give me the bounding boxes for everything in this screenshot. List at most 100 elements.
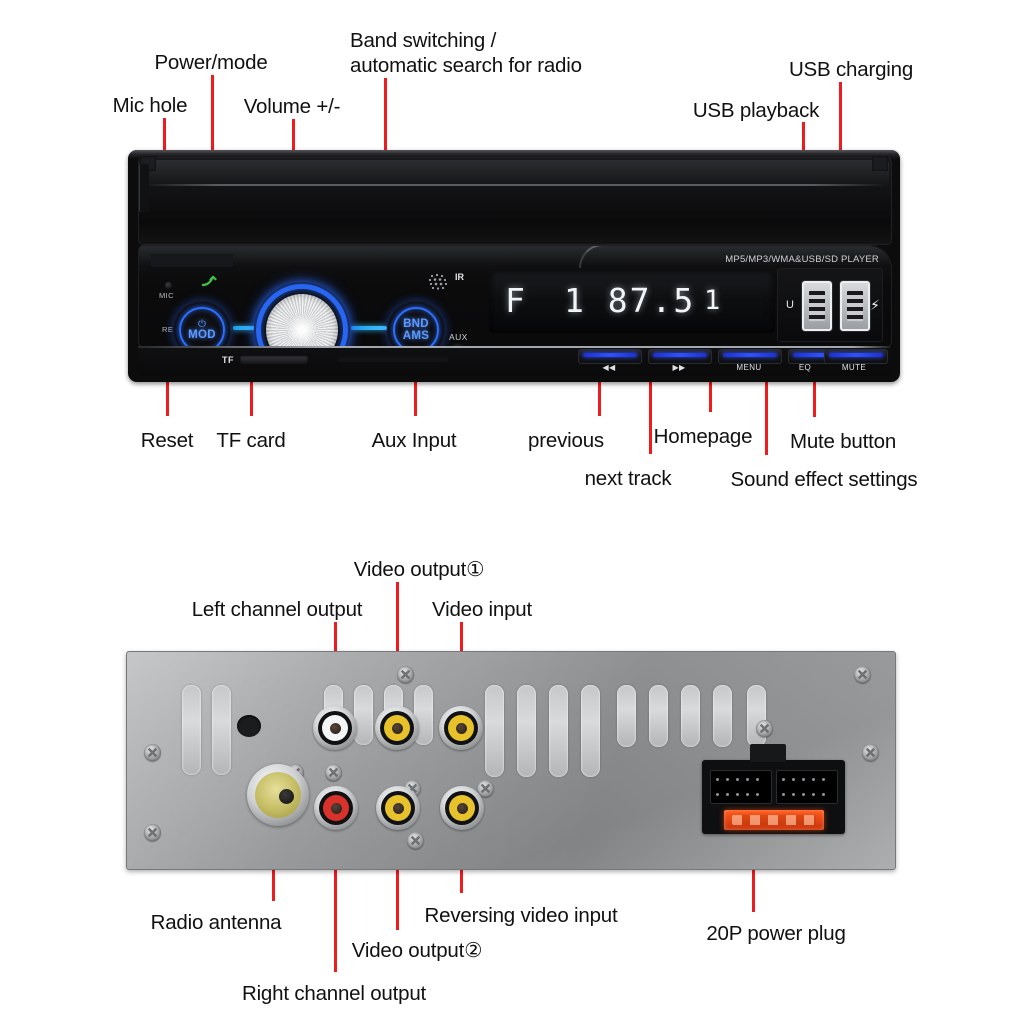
- band-ams-button[interactable]: BND AMS: [387, 301, 445, 346]
- callout-next-track: next track: [584, 467, 672, 490]
- tf-label: TF: [222, 355, 234, 365]
- leader-tf-card: [250, 360, 253, 416]
- btn-glow: [653, 353, 707, 357]
- leader-video-output-2: [396, 820, 399, 930]
- mute-button[interactable]: [824, 349, 888, 364]
- video-output-1-jack[interactable]: [375, 706, 419, 750]
- video-input-jack[interactable]: [439, 706, 483, 750]
- volume-knob[interactable]: [254, 282, 350, 346]
- vent-slot: [747, 685, 766, 747]
- screw: [854, 666, 871, 683]
- leader-next-track: [649, 362, 652, 454]
- vent-slot: [713, 685, 732, 747]
- callout-left-channel-output: Left channel output: [191, 598, 363, 621]
- slab-highlight-line: [145, 184, 885, 186]
- callout-usb-playback: USB playback: [692, 99, 820, 122]
- callout-sound-effect: Sound effect settings: [730, 468, 918, 491]
- screw: [407, 832, 424, 849]
- display-band: F: [505, 281, 527, 320]
- mic-label: MIC: [159, 291, 174, 300]
- aux-label: AUX: [449, 332, 468, 342]
- screw: [862, 744, 879, 761]
- video-output-2-jack[interactable]: [376, 786, 420, 830]
- volume-knob-metal: [266, 294, 338, 346]
- callout-radio-antenna: Radio antenna: [150, 911, 282, 934]
- jack-pin: [330, 802, 342, 814]
- leader-sound-effect: [765, 362, 768, 455]
- screw: [144, 824, 161, 841]
- tf-card-slot[interactable]: [240, 355, 308, 364]
- plug-fuse: [724, 810, 824, 830]
- eq-label: EQ: [798, 363, 812, 372]
- callout-video-output-1: Video output①: [353, 558, 485, 581]
- antenna-inner: [255, 772, 301, 818]
- previous-track-label: ◀◀: [602, 363, 616, 372]
- next-track-label: ▶▶: [672, 363, 686, 372]
- vent-slot: [354, 685, 373, 745]
- screw: [144, 744, 161, 761]
- player-brand-text: MP5/MP3/WMA&USB/SD PLAYER: [725, 254, 879, 265]
- usb-charging-icon: ⚡: [870, 297, 880, 313]
- screw: [477, 780, 494, 797]
- power-plug-20p[interactable]: [702, 744, 845, 834]
- plug-block-left: [710, 770, 772, 804]
- callout-homepage: Homepage: [653, 425, 753, 448]
- vent-slot: [517, 685, 536, 777]
- bnd-label: BND: [403, 318, 429, 330]
- radio-antenna-jack[interactable]: [247, 764, 309, 826]
- power-mode-button[interactable]: ⏻ MOD: [173, 301, 231, 346]
- callout-reset: Reset: [140, 429, 194, 452]
- next-track-button[interactable]: [648, 349, 712, 364]
- vent-slot: [549, 685, 568, 777]
- vent-slot: [649, 685, 668, 747]
- callout-video-output-2: Video output②: [351, 939, 483, 962]
- right-channel-output-jack[interactable]: [314, 786, 358, 830]
- face-black-slot: [151, 254, 233, 267]
- volume-ring: [256, 284, 348, 346]
- callout-usb-charging: USB charging: [788, 58, 914, 81]
- display-channel: 1: [704, 285, 723, 316]
- leader-homepage: [709, 362, 712, 412]
- left-channel-output-jack[interactable]: [313, 706, 357, 750]
- btn-glow: [583, 353, 637, 357]
- vent-slot: [617, 685, 636, 747]
- usb-playback-port[interactable]: [802, 281, 832, 331]
- vent-slot: [182, 685, 201, 775]
- screw: [397, 666, 414, 683]
- mute-label: MUTE: [841, 363, 867, 372]
- bluetooth-icon: [201, 274, 217, 288]
- screw: [756, 720, 773, 737]
- display-frequency: 1 87.5: [564, 281, 696, 320]
- front-upper-slab: [138, 157, 892, 245]
- rear-panel-unit: [126, 651, 896, 870]
- front-panel-unit: MP5/MP3/WMA&USB/SD PLAYER MIC RESET ⏻ MO…: [128, 150, 900, 382]
- plug-pin-grid: [702, 760, 845, 834]
- menu-button[interactable]: [718, 349, 782, 364]
- front-face: MP5/MP3/WMA&USB/SD PLAYER MIC RESET ⏻ MO…: [138, 245, 892, 347]
- vent-slot: [485, 685, 504, 777]
- ir-label: IR: [455, 272, 464, 282]
- reversing-video-input-jack[interactable]: [440, 786, 484, 830]
- previous-track-button[interactable]: [578, 349, 642, 364]
- screw: [325, 764, 342, 781]
- mod-ring: [179, 307, 225, 346]
- front-left-tab: [139, 164, 149, 212]
- leader-power-plug: [752, 852, 755, 912]
- jack-pin: [455, 722, 467, 734]
- callout-power-mode: Power/mode: [154, 51, 268, 74]
- mic-hole: [165, 282, 172, 289]
- face-sheen: [139, 246, 891, 266]
- callout-mute-button: Mute button: [789, 430, 897, 453]
- menu-label: MENU: [736, 363, 762, 372]
- usb-charging-port[interactable]: [840, 281, 870, 331]
- callout-previous: previous: [528, 429, 604, 452]
- callout-band-switching-line2: automatic search for radio: [350, 54, 582, 77]
- btn-glow: [793, 353, 847, 357]
- plug-neck: [750, 744, 786, 762]
- mount-ear-right: [872, 156, 888, 171]
- aux-input-jack[interactable]: [446, 343, 470, 346]
- leader-mute-button: [813, 362, 816, 417]
- callout-band-switching-line1: Band switching /: [350, 29, 497, 52]
- callout-mic-hole: Mic hole: [112, 94, 188, 117]
